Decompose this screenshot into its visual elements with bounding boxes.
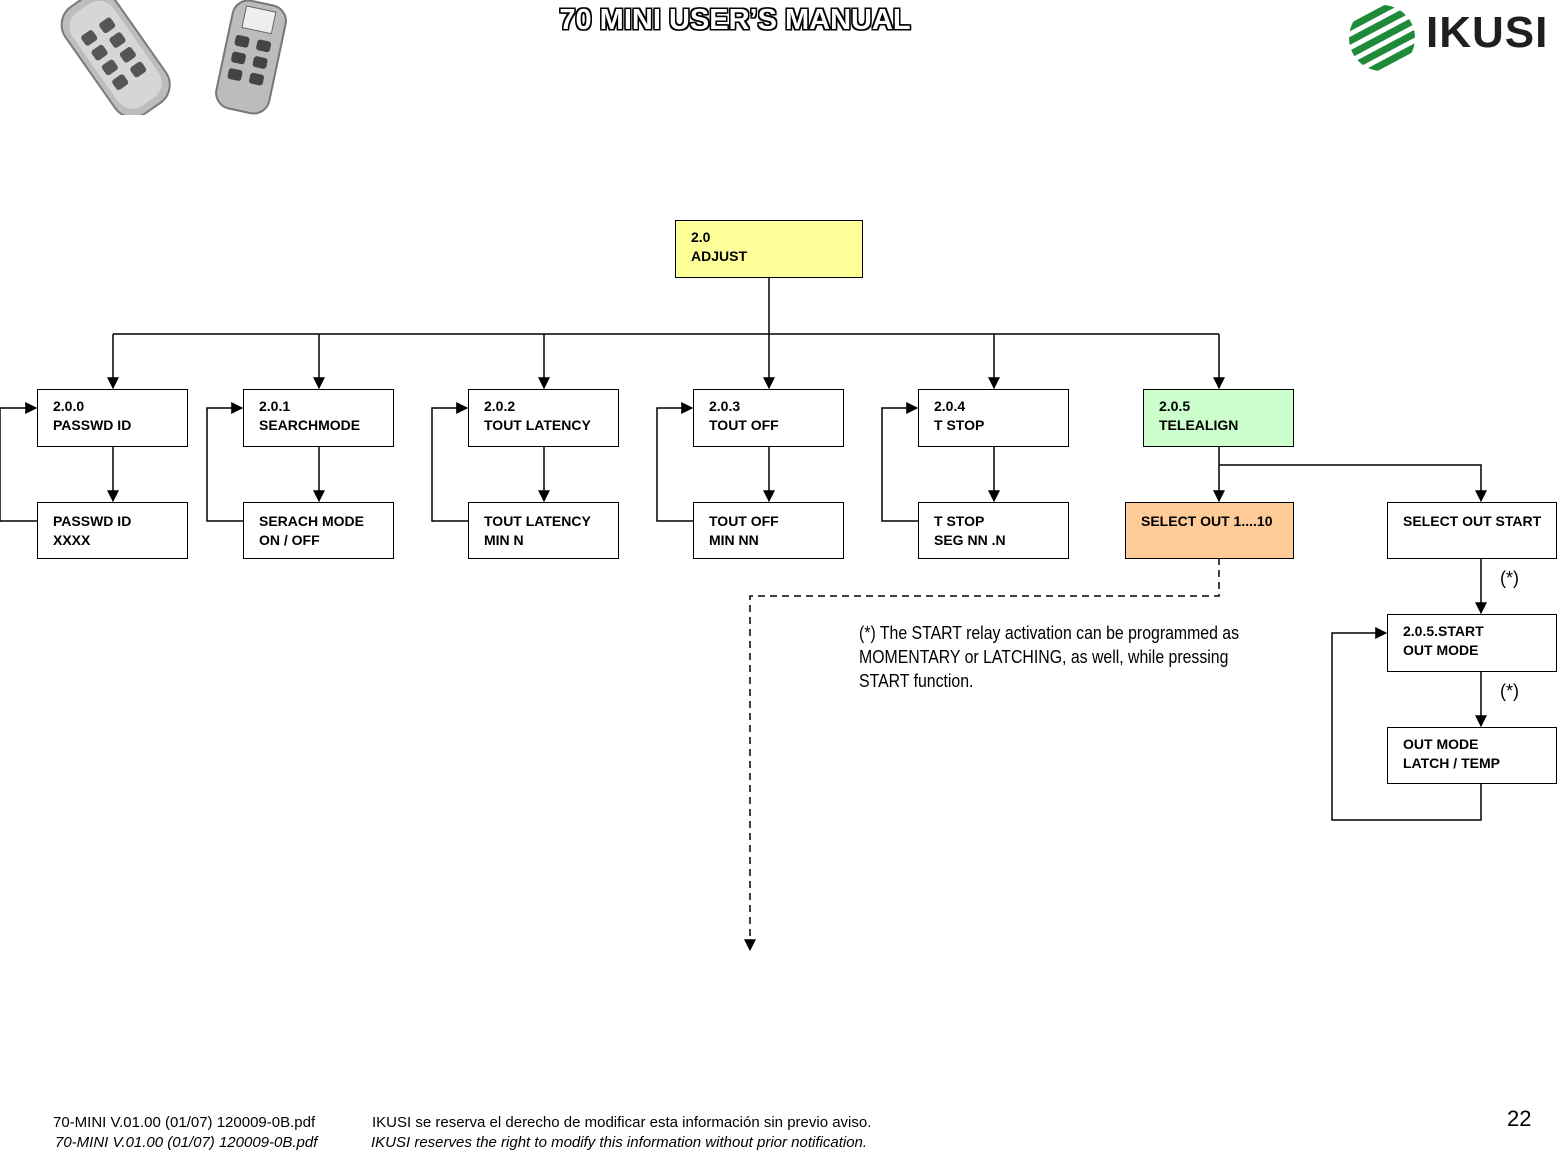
node-2-0-3-tout-off: 2.0.3 TOUT OFF (693, 389, 844, 447)
node-select-out-start: SELECT OUT START (1387, 502, 1557, 559)
node-passwd-id-value: PASSWD ID XXXX (37, 502, 188, 559)
node-tout-latency-value: TOUT LATENCY MIN N (468, 502, 619, 559)
footer-file-en: 70-MINI V.01.00 (01/07) 120009-0B.pdf (55, 1134, 318, 1151)
ikusi-logo-emblem (1349, 5, 1415, 71)
node-select-out-1-10: SELECT OUT 1....10 (1125, 502, 1294, 559)
remote-control-image-2 (215, 0, 287, 115)
node-2-0-5-start-out-mode: 2.0.5.START OUT MODE (1387, 614, 1557, 672)
node-search-mode-value: SERACH MODE ON / OFF (243, 502, 394, 559)
node-tout-off-value: TOUT OFF MIN NN (693, 502, 844, 559)
node-2-0-1-searchmode: 2.0.1 SEARCHMODE (243, 389, 394, 447)
footnote-marker: (*) (1500, 568, 1519, 588)
node-out-mode-latch-temp: OUT MODE LATCH / TEMP (1387, 727, 1557, 784)
node-2-0-4-t-stop: 2.0.4 T STOP (918, 389, 1069, 447)
remote-control-image-1 (60, 0, 171, 115)
node-2-0-5-telealign: 2.0.5 TELEALIGN (1143, 389, 1294, 447)
node-t-stop-value: T STOP SEG NN .N (918, 502, 1069, 559)
node-2-0-0-passwd-id: 2.0.0 PASSWD ID (37, 389, 188, 447)
footer-notice-es: IKUSI se reserva el derecho de modificar… (372, 1114, 872, 1131)
footer-file-es: 70-MINI V.01.00 (01/07) 120009-0B.pdf (53, 1114, 316, 1131)
ikusi-logo: IKUSI (1346, 2, 1564, 72)
footer-notice-en: IKUSI reserves the right to modify this … (371, 1134, 868, 1151)
page-title: 70 MINI USER’S MANUAL (559, 4, 911, 36)
page-number: 22 (1507, 1106, 1532, 1131)
footnote-text: (*) The START relay activation can be pr… (859, 623, 1240, 691)
footnote-marker: (*) (1500, 681, 1519, 701)
node-2-0-2-tout-latency: 2.0.2 TOUT LATENCY (468, 389, 619, 447)
node-2-0-adjust: 2.0 ADJUST (675, 220, 863, 278)
